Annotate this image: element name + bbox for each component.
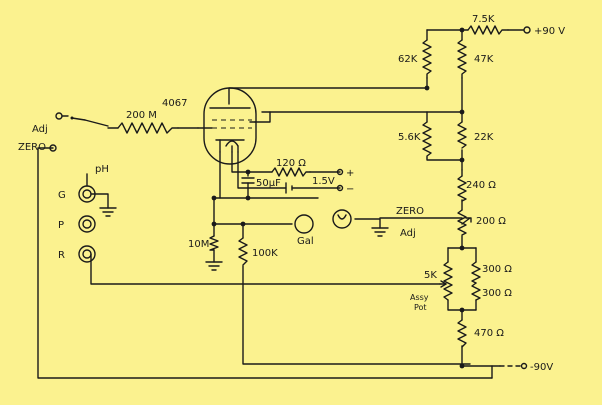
label-zero-left: ZERO <box>18 142 46 153</box>
wires <box>37 29 525 379</box>
label-5k: 5K <box>424 270 437 281</box>
resistor-5-6k <box>422 121 432 159</box>
ground-zero <box>371 227 389 237</box>
resistor-10m <box>209 235 219 251</box>
label-batt-minus: − <box>346 184 354 195</box>
terminal-minus-90v <box>499 362 528 370</box>
label-pot: Pot <box>414 303 427 312</box>
galvanometer <box>294 209 352 234</box>
label-22k: 22K <box>474 132 494 143</box>
switch-zero-contact <box>49 144 57 152</box>
ground-g <box>99 207 117 217</box>
resistor-100k <box>238 237 248 266</box>
junctions <box>211 27 465 369</box>
terminal-plus-90v <box>523 26 531 34</box>
label-50uf: 50μF <box>256 178 281 189</box>
resistor-62k <box>422 39 432 79</box>
label-plus-90v: +90 V <box>534 26 565 37</box>
label-100k: 100K <box>252 248 278 259</box>
label-7-5k: 7.5K <box>472 14 495 25</box>
labels: 7.5K +90 V 62K 47K 4067 5.6K 22K Adj ZER… <box>18 14 565 373</box>
label-5-6k: 5.6K <box>398 132 421 143</box>
jack-p <box>78 215 96 233</box>
resistor-470 <box>457 319 467 348</box>
label-200m: 200 M <box>126 110 157 121</box>
resistor-300b <box>471 282 481 301</box>
resistor-200m <box>117 122 179 134</box>
tube-4067 <box>197 87 257 165</box>
label-gal: Gal <box>297 236 314 247</box>
label-adj: Adj <box>32 124 48 135</box>
resistor-7-5k <box>467 25 509 35</box>
label-120-ohm: 120 Ω <box>276 158 306 169</box>
resistor-120 <box>271 167 311 177</box>
label-zero-right: ZERO <box>396 206 424 217</box>
label-r: R <box>58 250 65 261</box>
label-ph: pH <box>95 164 109 175</box>
label-47k: 47K <box>474 54 494 65</box>
label-200-ohm: 200 Ω <box>476 216 506 227</box>
adj-zero-switch <box>49 112 86 152</box>
label-1-5v: 1.5V <box>312 176 335 187</box>
label-62k: 62K <box>398 54 418 65</box>
potentiometer-5k <box>439 261 453 301</box>
label-tube-4067: 4067 <box>162 98 187 109</box>
battery-1-5v <box>336 168 344 192</box>
resistor-22k <box>457 121 467 149</box>
label-assy: Assy <box>410 293 429 302</box>
resistor-300a <box>471 261 481 284</box>
switch-adj-contact <box>55 112 63 120</box>
ground-10m <box>205 261 223 271</box>
label-240-ohm: 240 Ω <box>466 180 496 191</box>
jack-r <box>78 245 96 263</box>
label-300-ohm-b: 300 Ω <box>482 288 512 299</box>
resistor-47k <box>457 39 467 79</box>
label-p: P <box>58 220 64 231</box>
label-470-ohm: 470 Ω <box>474 328 504 339</box>
label-batt-plus: + <box>346 168 354 179</box>
label-adj-right: Adj <box>400 228 416 239</box>
label-minus-90v: -90V <box>530 362 553 373</box>
resistor-200 <box>457 209 472 236</box>
resistor-240 <box>457 175 467 202</box>
label-300-ohm-a: 300 Ω <box>482 264 512 275</box>
label-g: G <box>58 190 66 201</box>
label-10m: 10M <box>188 239 209 250</box>
